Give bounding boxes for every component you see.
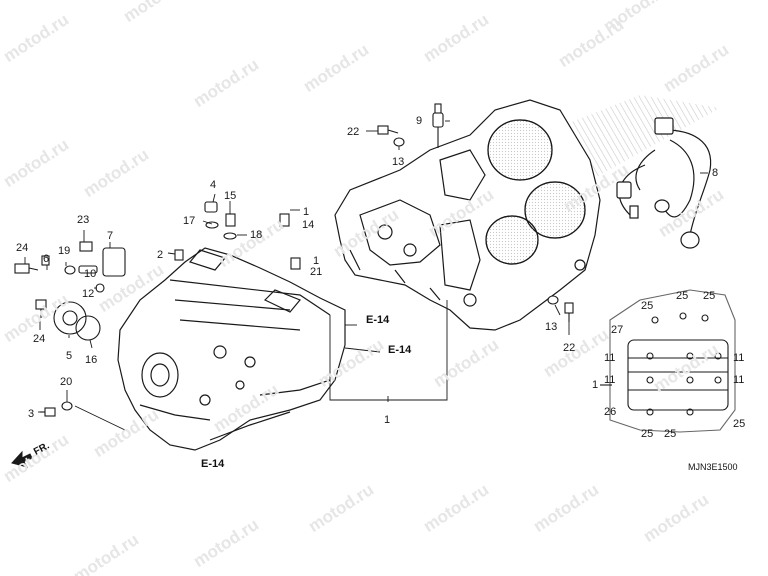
section-reference: E-14 (201, 458, 225, 470)
callout-26: 26 (604, 406, 617, 418)
callout-25: 25 (676, 290, 689, 302)
callout-3: 3 (28, 408, 35, 420)
callout-6: 6 (43, 253, 50, 265)
callout-7: 7 (107, 230, 114, 242)
callout-2: 2 (157, 249, 164, 261)
callout-8: 8 (712, 167, 719, 179)
callout-23: 23 (77, 214, 90, 226)
callout-25: 25 (641, 428, 654, 440)
lower-crankcase (117, 247, 346, 451)
callout-4: 4 (210, 179, 217, 191)
callout-24: 24 (16, 242, 29, 254)
bolt-washer-top (377, 125, 405, 147)
callout-19: 19 (58, 245, 71, 257)
callout-25: 25 (664, 428, 677, 440)
callout-18: 18 (250, 229, 263, 241)
callout-11: 11 (733, 374, 745, 386)
callout-1: 1 (313, 255, 320, 267)
callout-16: 16 (85, 354, 98, 366)
callout-11: 11 (604, 374, 616, 386)
callout-27: 27 (611, 324, 624, 336)
callout-12: 12 (82, 288, 95, 300)
callout-25: 25 (703, 290, 716, 302)
callout-10: 10 (84, 268, 97, 280)
callout-25: 25 (641, 300, 654, 312)
callout-9: 9 (416, 115, 423, 127)
callout-1: 1 (384, 414, 391, 426)
callout-11: 11 (604, 352, 616, 364)
callout-20: 20 (60, 376, 73, 388)
callout-13: 13 (392, 156, 405, 168)
callout-25: 25 (733, 418, 746, 430)
wire-harness (616, 117, 712, 249)
callout-15: 15 (224, 190, 237, 202)
callout-22: 22 (347, 126, 360, 138)
leader-lines (24, 120, 708, 431)
callout-1: 1 (303, 206, 310, 218)
callout-1: 1 (592, 379, 599, 391)
diagram-code: MJN3E1500 (688, 462, 738, 472)
callout-5: 5 (66, 350, 73, 362)
front-arrow-icon (11, 450, 33, 468)
upper-crankcase (334, 99, 601, 331)
callout-14: 14 (302, 219, 315, 231)
sensor-part (432, 103, 444, 148)
small-parts (14, 201, 301, 417)
detail-inset (600, 289, 736, 433)
callout-22: 22 (563, 342, 576, 354)
callout-11: 11 (733, 352, 745, 364)
section-reference: E-14 (388, 344, 412, 356)
callout-24: 24 (33, 333, 46, 345)
callout-17: 17 (183, 215, 196, 227)
callout-13: 13 (545, 321, 558, 333)
callout-21: 21 (310, 266, 323, 278)
section-reference: E-14 (366, 314, 390, 326)
bolt-washer-right (547, 295, 574, 322)
